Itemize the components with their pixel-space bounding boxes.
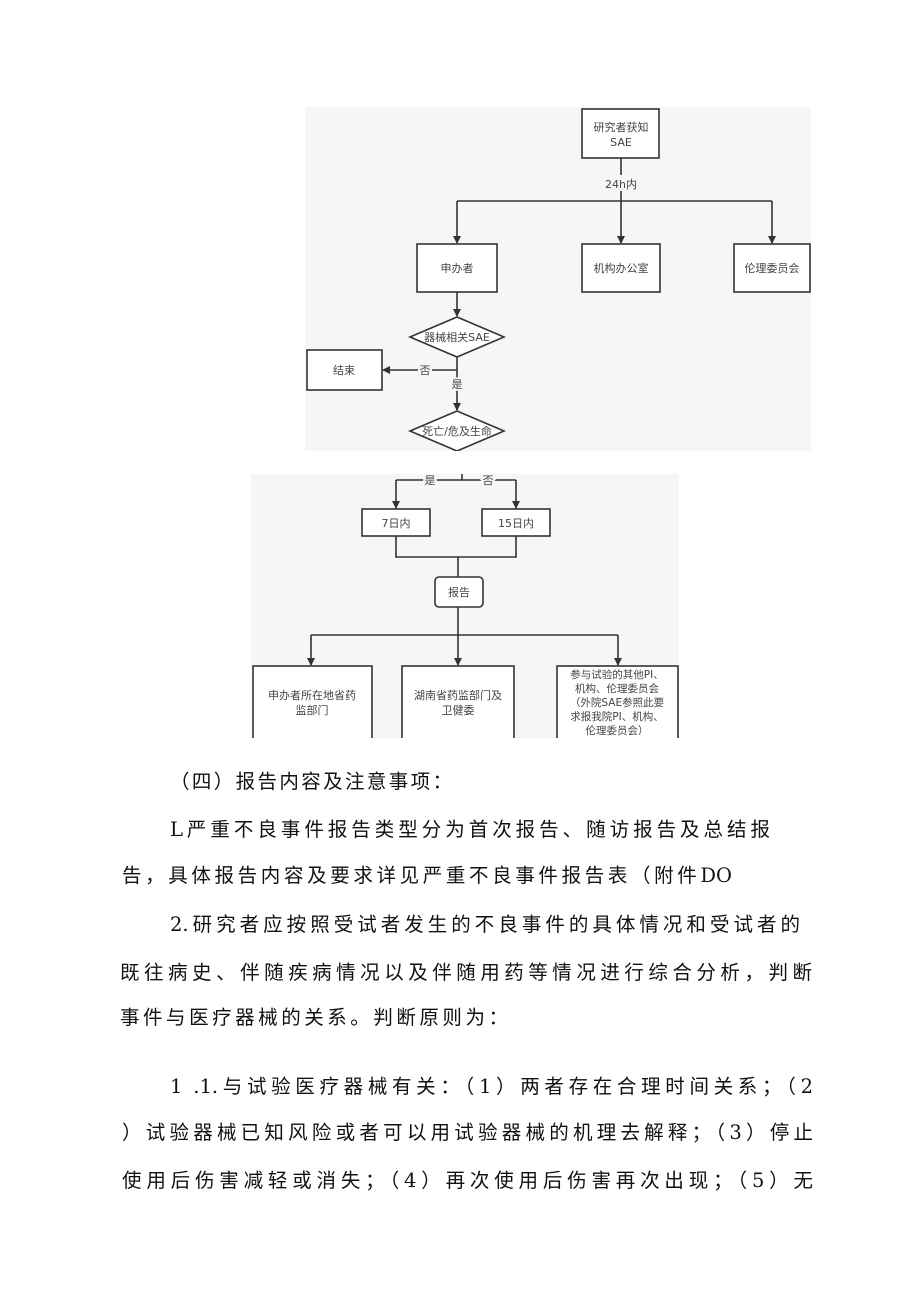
within-7-days-box xyxy=(361,508,431,537)
report-label: 报告 xyxy=(448,585,470,599)
death-decision xyxy=(407,410,507,451)
yes-label: 是 xyxy=(452,378,463,391)
within-15-days-box xyxy=(481,508,551,537)
hunan-fda-label: 卫健委 xyxy=(442,704,475,717)
ethics-committee-label: 伦理委员会 xyxy=(745,261,800,275)
paragraph-line: 1 .1.与试验医疗器械有关：（1）两者存在合理时间关系；（2 xyxy=(170,1075,813,1098)
sponsor-province-fda-label: 申办者所在地省药 xyxy=(268,689,356,702)
paragraph-line: 2.研究者应按照受试者发生的不良事件的具体情况和受试者的 xyxy=(170,913,800,936)
paragraph-line: 既往病史、伴随疾病情况以及伴随用药等情况进行综合分析，判断 xyxy=(120,961,812,984)
connector xyxy=(395,536,517,558)
other-parties-label: 求报我院PI、机构、 xyxy=(570,710,663,723)
hunan-fda-box xyxy=(401,665,515,738)
paragraph-line: 事件与医疗器械的关系。判断原则为： xyxy=(120,1006,508,1029)
no-label: 否 xyxy=(483,474,494,487)
end-box xyxy=(306,349,383,391)
other-parties-label: （外院SAE参照此要 xyxy=(570,696,664,709)
section-heading: （四）报告内容及注意事项： xyxy=(170,770,452,793)
device-related-label: 器械相关SAE xyxy=(424,330,490,344)
paragraph-line: 告，具体报告内容及要求详见严重不良事件报告表（附件DO xyxy=(122,864,732,887)
ethics-committee-box xyxy=(733,243,811,293)
end-label: 结束 xyxy=(333,364,355,377)
no-label: 否 xyxy=(420,364,431,377)
start-label: 研究者获知 xyxy=(594,120,649,134)
other-parties-label: 机构、伦理委员会 xyxy=(575,682,659,695)
yes-label: 是 xyxy=(425,474,436,487)
sponsor-label: 申办者 xyxy=(441,262,474,275)
flowchart-bottom-image: 是 否 7日内 15日内 报告 申办者所在地省药 监部门 湖南省药监部门及 卫健… xyxy=(251,474,679,738)
death-label: 死亡/危及生命 xyxy=(422,424,492,438)
flowchart-bottom: 是 否 7日内 15日内 报告 申办者所在地省药 监部门 湖南省药监部门及 卫健… xyxy=(252,474,679,738)
report-box xyxy=(434,576,484,608)
sponsor-province-fda-box xyxy=(252,665,373,738)
paragraph-line: L严重不良事件报告类型分为首次报告、随访报告及总结报 xyxy=(170,818,770,841)
start-label: SAE xyxy=(610,136,632,149)
within-7-days-label: 7日内 xyxy=(382,516,411,530)
institution-office-box xyxy=(581,243,661,293)
other-parties-label: 伦理委员会） xyxy=(586,724,649,737)
paragraph-line: ）试验器械已知风险或者可以用试验器械的机理去解释；（3）停止 xyxy=(122,1121,813,1144)
institution-office-label: 机构办公室 xyxy=(594,261,649,275)
flowchart-top-image: 研究者获知 SAE 24h内 申办者 机构办公室 伦理委员会 器械相关SAE 结… xyxy=(305,107,811,451)
other-parties-label: 参与试验的其他PI、 xyxy=(570,668,663,681)
start-box xyxy=(581,108,660,159)
within-24h-label: 24h内 xyxy=(605,177,637,191)
hunan-fda-label: 湖南省药监部门及 xyxy=(414,688,502,702)
sponsor-province-fda-label: 监部门 xyxy=(296,703,329,717)
paragraph-line: 使用后伤害减轻或消失；（4）再次使用后伤害再次出现；（5）无 xyxy=(122,1169,813,1192)
within-15-days-label: 15日内 xyxy=(498,516,534,530)
other-parties-box xyxy=(556,665,679,738)
flowchart-top: 研究者获知 SAE 24h内 申办者 机构办公室 伦理委员会 器械相关SAE 结… xyxy=(306,108,811,451)
